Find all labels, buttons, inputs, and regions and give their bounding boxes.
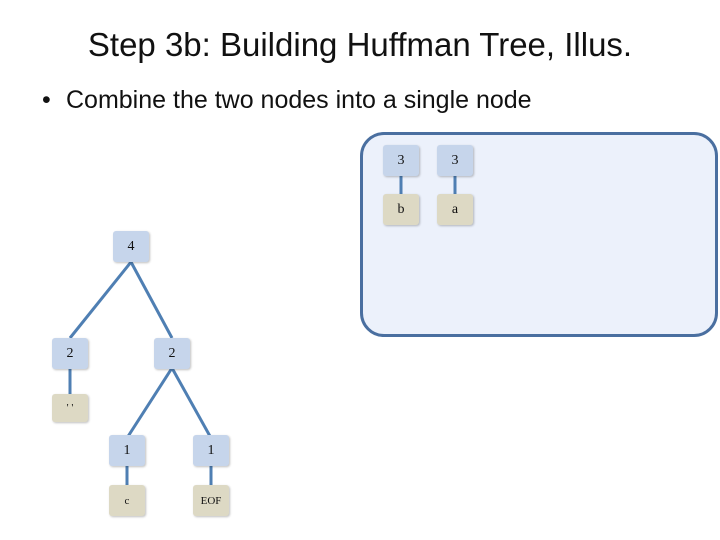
slide-title: Step 3b: Building Huffman Tree, Illus. <box>87 26 633 63</box>
tree-c-symbol-node: c <box>109 485 145 516</box>
bullet-text: Combine the two nodes into a single node <box>66 86 532 114</box>
queue-symbol-node: a <box>437 194 473 225</box>
bullet-marker: • <box>42 86 51 114</box>
tree-eof-count-node: 1 <box>193 435 229 466</box>
tree-left-count-node: 2 <box>52 338 88 369</box>
queue-count-node: 3 <box>383 145 419 176</box>
tree-c-count-node: 1 <box>109 435 145 466</box>
edge-right-right <box>170 367 213 439</box>
priority-queue-panel <box>360 132 718 337</box>
edge-root-left <box>68 261 133 339</box>
tree-right-count-node: 2 <box>154 338 190 369</box>
tree-root-node: 4 <box>113 231 149 262</box>
tree-space-symbol-node: ' ' <box>52 394 88 422</box>
queue-symbol-node: b <box>383 194 419 225</box>
tree-eof-symbol-node: EOF <box>193 485 229 516</box>
edge-root-right <box>129 261 174 339</box>
bullet-point: • Combine the two nodes into a single nod… <box>42 86 532 115</box>
edge-right-left <box>125 367 174 439</box>
queue-count-node: 3 <box>437 145 473 176</box>
